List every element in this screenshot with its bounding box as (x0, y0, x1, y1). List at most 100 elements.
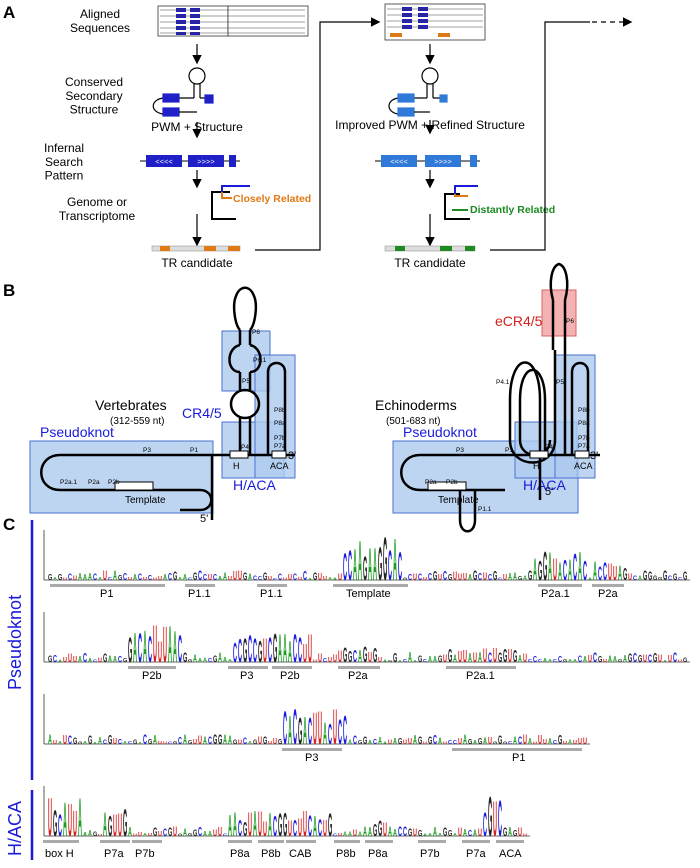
logo-letter: U (258, 734, 262, 747)
logo-letter: G (123, 801, 127, 844)
logo-letter: U (213, 827, 217, 838)
logo-letter: U (443, 652, 447, 665)
logo-letter: U (443, 741, 448, 746)
logo-letter: A (163, 574, 167, 582)
logo-letter: A (623, 653, 627, 664)
svg-text:P8b: P8b (336, 848, 356, 860)
logo-letter: G (108, 734, 112, 748)
logo-letter: C (233, 638, 237, 669)
logo-letter: A (478, 650, 482, 666)
tr-candidate-bar-2 (384, 245, 476, 252)
logo-letter: C (563, 555, 567, 587)
logo-letter: A (203, 830, 207, 838)
vert-cr45-label: CR4/5 (182, 405, 222, 421)
connector-arrow-2 (490, 21, 590, 251)
logo-letter: G (498, 650, 502, 666)
logo-letter: G (418, 734, 422, 747)
logo-letter: A (323, 716, 327, 751)
logo-letter: A (383, 741, 388, 745)
logo-letter: U (63, 656, 67, 664)
logo-letter: A (393, 738, 397, 746)
logo-letter: G (128, 631, 132, 670)
logo-letter: G (123, 658, 127, 664)
logo-letter: A (48, 734, 52, 748)
logo-letter: A (58, 659, 63, 664)
logo-letter: U (583, 735, 587, 746)
logo-letter: C (508, 740, 512, 745)
logo-letter: G (233, 739, 237, 747)
logo-letter: U (248, 807, 252, 845)
logo-letter: A (123, 741, 127, 746)
logo-letter: C (108, 577, 112, 582)
tr-candidate-label-2: TR candidate (394, 256, 466, 270)
logo-letter: A (313, 811, 317, 843)
logo-letter: U (533, 741, 538, 746)
logo-letter: A (98, 735, 102, 746)
logo-letter: U (458, 826, 462, 839)
logo-letter: U (73, 576, 77, 582)
logo-letter: U (138, 832, 142, 838)
logo-letter: A (528, 738, 532, 746)
logo-letter: U (508, 646, 512, 666)
logo-letter: G (133, 740, 138, 746)
vert-5prime-label: 5' (200, 513, 208, 525)
logo-letter: A (288, 709, 292, 754)
logo-letter: U (73, 802, 77, 844)
logo-letter: C (348, 544, 352, 590)
logo-letter: G (628, 652, 632, 665)
logo-letter: A (108, 654, 112, 665)
logo-letter: A (228, 808, 232, 843)
logo-letter: A (53, 577, 57, 582)
logo-letter: U (113, 736, 117, 747)
logo-letter: U (68, 652, 72, 665)
logo-letter: G (258, 634, 262, 669)
echi-h-aca-boxes (529, 450, 590, 459)
logo-letter: A (248, 740, 252, 745)
logo-letter: A (218, 652, 222, 666)
logo-letter: G (618, 659, 622, 664)
logo-letter: A (83, 832, 87, 838)
logo-letter: U (423, 577, 427, 582)
logo-letter: A (143, 621, 147, 672)
logo-letter: U (518, 826, 522, 839)
haca-side-label: H/ACA (5, 801, 25, 856)
logo-letter: A (363, 824, 367, 840)
logo-letter: C (208, 734, 212, 747)
logo-letter: C (408, 574, 412, 582)
logo-letter: C (583, 556, 587, 587)
logo-letter: U (423, 741, 428, 745)
logo-letter: A (483, 736, 487, 747)
logo-letter: G (188, 832, 192, 837)
logo-letter: C (58, 807, 62, 843)
vertebrates-title: Vertebrates (95, 397, 167, 413)
logo-letter: A (358, 646, 362, 666)
logo-letter: A (88, 570, 92, 583)
logo-letter: C (553, 740, 557, 746)
logo-letter: U (98, 657, 102, 665)
svg-text:P6: P6 (566, 318, 574, 325)
svg-text:P4: P4 (241, 444, 249, 451)
logo-letter: A (223, 656, 227, 664)
logo-letter: A (543, 658, 547, 664)
logo-letter: C (373, 738, 377, 746)
vert-haca-label: H/ACA (233, 477, 276, 493)
logo-letter: A (608, 654, 612, 665)
logo-letter: U (308, 626, 312, 671)
logo-letter: C (498, 790, 502, 848)
logo-letter: U (523, 652, 527, 665)
logo-letter: U (588, 653, 592, 664)
logo-letter: C (423, 659, 427, 664)
logo-letter: A (233, 807, 237, 845)
svg-text:P4: P4 (545, 444, 553, 451)
logo-letter: G (518, 576, 522, 582)
logo-letter: G (543, 544, 547, 590)
logo-letter: C (323, 658, 327, 664)
logo-letter: G (408, 826, 412, 839)
search-pattern-1: <<<< >>>> (140, 155, 240, 167)
logo-letter: G (448, 573, 453, 582)
logo-letter: A (328, 576, 332, 582)
logo-letter: A (198, 658, 202, 664)
logo-letter: C (428, 570, 432, 583)
